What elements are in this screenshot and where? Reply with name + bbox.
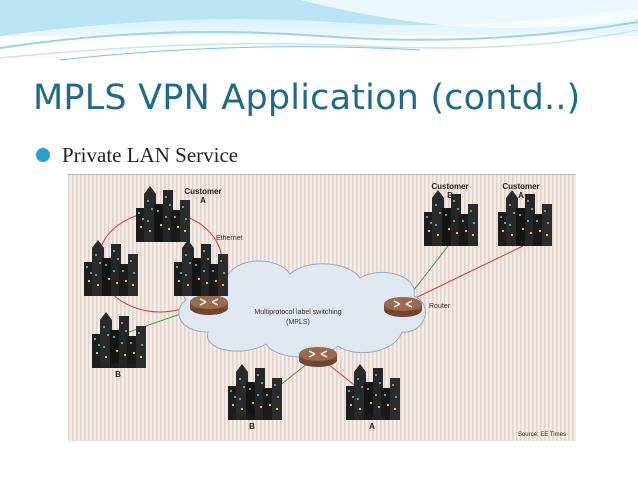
bullet-item: Private LAN Service	[36, 143, 238, 167]
customer-a-top-label: Customer	[184, 187, 221, 196]
customer-b-bottom-label-letter: B	[249, 422, 255, 431]
router-icon	[189, 294, 229, 316]
bullet-text: Private LAN Service	[62, 142, 239, 167]
slide-title: MPLS VPN Application (contd..)	[33, 78, 581, 118]
ethernet-label: Ethernet	[216, 235, 243, 242]
router-icon	[298, 346, 338, 368]
source-credit: Source: EE Times	[518, 432, 566, 438]
mpls-cloud: Multiprotocol label switching (MPLS)	[178, 260, 426, 358]
cloud-label-line1: Multiprotocol label switching	[254, 309, 341, 316]
customer-b-left-label: Customer	[99, 361, 136, 370]
customer-a-right-label: Customer	[502, 182, 539, 191]
customer-b-right-label-letter: B	[447, 191, 453, 200]
customer-a-bottom-label-letter: A	[369, 422, 375, 431]
customer-a-right-label-letter: A	[518, 191, 524, 200]
customer-a-bottom-label: Customer	[353, 413, 390, 422]
header-banner	[0, 0, 638, 61]
customer-b-left-label-letter: B	[115, 370, 121, 379]
customer-b-bottom-label: Customer	[233, 413, 270, 422]
router-icon	[383, 296, 423, 318]
customer-a-top-label-letter: A	[200, 196, 206, 205]
customer-b-right-label: Customer	[431, 182, 468, 191]
bullet-icon	[36, 148, 50, 162]
mpls-network-diagram: Multiprotocol label switching (MPLS) Rou…	[68, 174, 576, 441]
cloud-label-line2: (MPLS)	[286, 319, 310, 326]
router-label: Router	[429, 303, 451, 310]
